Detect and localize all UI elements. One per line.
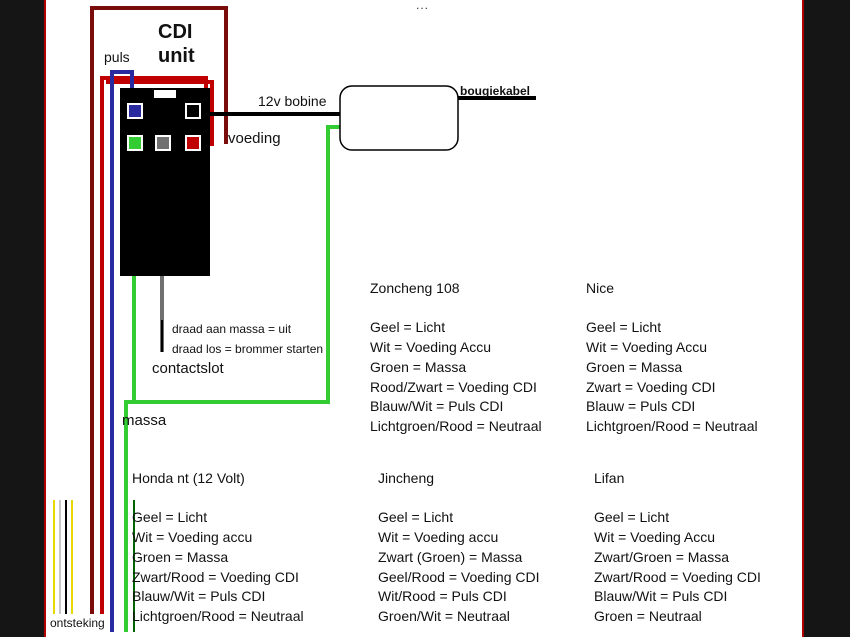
table-line: Zwart = Voeding CDI [586, 378, 716, 395]
bougiekabel-label: bougiekabel [460, 84, 531, 98]
wiring-diagram [53, 6, 536, 632]
table-line: Groen = Massa [586, 358, 683, 375]
table-line: Zwart (Groen) = Massa [378, 548, 523, 565]
table-line: Zwart/Rood = Voeding CDI [594, 568, 761, 585]
table-line: Wit = Voeding accu [132, 529, 253, 546]
table-line: Geel = Licht [586, 319, 662, 336]
table-line: Lichtgroen/Rood = Neutraal [586, 417, 758, 434]
table-line: Zwart/Rood = Voeding CDI [132, 568, 299, 585]
table-lifan: Lifan Geel = Licht Wit = Voeding Accu Zw… [594, 469, 761, 627]
table-line: Wit = Voeding Accu [370, 339, 492, 356]
table-line: Lichtgroen/Rood = Neutraal [370, 417, 542, 434]
table-title: Jincheng [378, 470, 435, 486]
cdi-unit-box [120, 88, 210, 276]
dark-red-wire [90, 6, 228, 632]
table-line: Blauw = Puls CDI [586, 398, 696, 415]
table-title: Honda nt (12 Volt) [132, 470, 245, 486]
bobine-label: 12v bobine [258, 93, 327, 109]
cdi-red-terminal [185, 135, 201, 151]
massa-note-1: draad aan massa = uit [172, 322, 292, 336]
table-line: Blauw/Wit = Puls CDI [594, 588, 728, 605]
table-line: Geel = Licht [378, 509, 454, 526]
cdi-title-line1: CDI [158, 21, 193, 43]
massa-note-2: draad los = brommer starten [172, 342, 324, 356]
table-line: Wit = Voeding Accu [594, 529, 716, 546]
table-jincheng: Jincheng Geel = Licht Wit = Voeding accu… [378, 469, 540, 627]
table-line: Blauw/Wit = Puls CDI [370, 398, 504, 415]
diagram-frame: ... CDI unit puls 12v bobine [44, 0, 804, 637]
table-line: Lichtgroen/Rood = Neutraal [132, 607, 304, 624]
ontsteking-label: ontsteking [50, 614, 105, 632]
cdi-black-terminal [185, 103, 201, 119]
table-line: Groen = Neutraal [594, 607, 702, 624]
cdi-blue-terminal [127, 103, 143, 119]
green-wire [124, 125, 346, 632]
table-line: Geel/Rood = Voeding CDI [378, 568, 540, 585]
table-line: Zwart/Groen = Massa [594, 548, 729, 565]
table-title: Zoncheng 108 [370, 280, 460, 296]
cdi-gray-terminal [155, 135, 171, 151]
cdi-title-line2: unit [158, 45, 195, 67]
puls-label: puls [104, 49, 130, 65]
voeding-label: voeding [228, 130, 281, 147]
table-line: Blauw/Wit = Puls CDI [132, 588, 266, 605]
table-line: Wit = Voeding Accu [586, 339, 708, 356]
table-nice: Nice Geel = Licht Wit = Voeding Accu Gro… [586, 279, 758, 437]
table-zoncheng: Zoncheng 108 Geel = Licht Wit = Voeding … [370, 279, 542, 437]
massa-label: massa [122, 412, 167, 429]
table-line: Groen/Wit = Neutraal [378, 607, 510, 624]
table-title: Nice [586, 280, 615, 296]
table-line: Geel = Licht [594, 509, 670, 526]
table-line: Geel = Licht [132, 509, 208, 526]
contactslot-label: contactslot [152, 360, 224, 377]
table-honda: Honda nt (12 Volt) Geel = Licht Wit = Vo… [132, 469, 304, 627]
cdi-top-notch [154, 90, 176, 98]
table-line: Groen = Massa [370, 358, 467, 375]
table-line: Wit = Voeding accu [378, 529, 499, 546]
top-indicator: ... [416, 0, 430, 12]
table-line: Rood/Zwart = Voeding CDI [370, 378, 537, 395]
table-line: Geel = Licht [370, 319, 446, 336]
table-line: Groen = Massa [132, 548, 229, 565]
bobine-box [339, 85, 459, 151]
cdi-green-terminal [127, 135, 143, 151]
table-line: Wit/Rood = Puls CDI [378, 588, 507, 605]
table-title: Lifan [594, 470, 625, 486]
